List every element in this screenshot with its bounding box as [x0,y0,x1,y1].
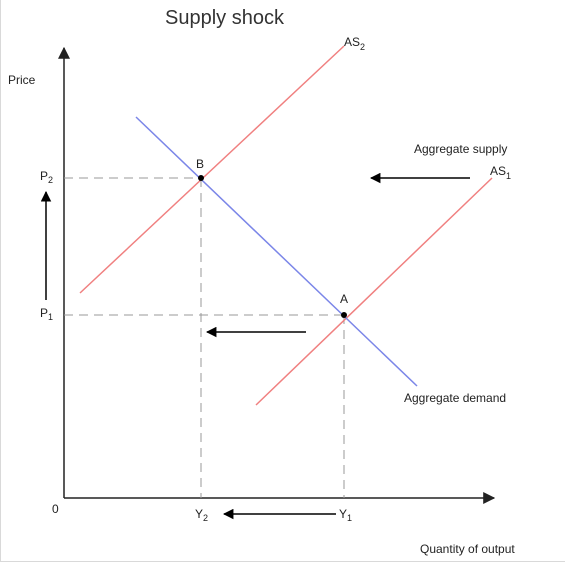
diagram-title: Supply shock [165,7,285,29]
point-b-marker [198,175,204,181]
y-axis-label: Price [8,73,36,87]
p1-tick-label: P1 [40,306,53,322]
p2-tick-label: P2 [40,169,53,185]
y2-tick-label: Y2 [195,507,208,523]
guide-lines [64,177,345,498]
as1-label: AS1 [490,164,511,181]
aggregate-demand-label: Aggregate demand [404,391,506,405]
origin-label: 0 [52,502,59,516]
point-b-label: B [196,157,204,171]
as1-curve [255,177,493,406]
aggregate-supply-label: Aggregate supply [414,142,507,156]
x-axis-label: Quantity of output [420,542,515,556]
as2-curve [79,45,345,294]
point-a-label: A [340,292,348,306]
point-a-marker [341,312,347,318]
as2-label: AS2 [344,35,365,52]
aggregate-demand-curve [135,116,418,387]
y1-tick-label: Y1 [339,507,352,523]
